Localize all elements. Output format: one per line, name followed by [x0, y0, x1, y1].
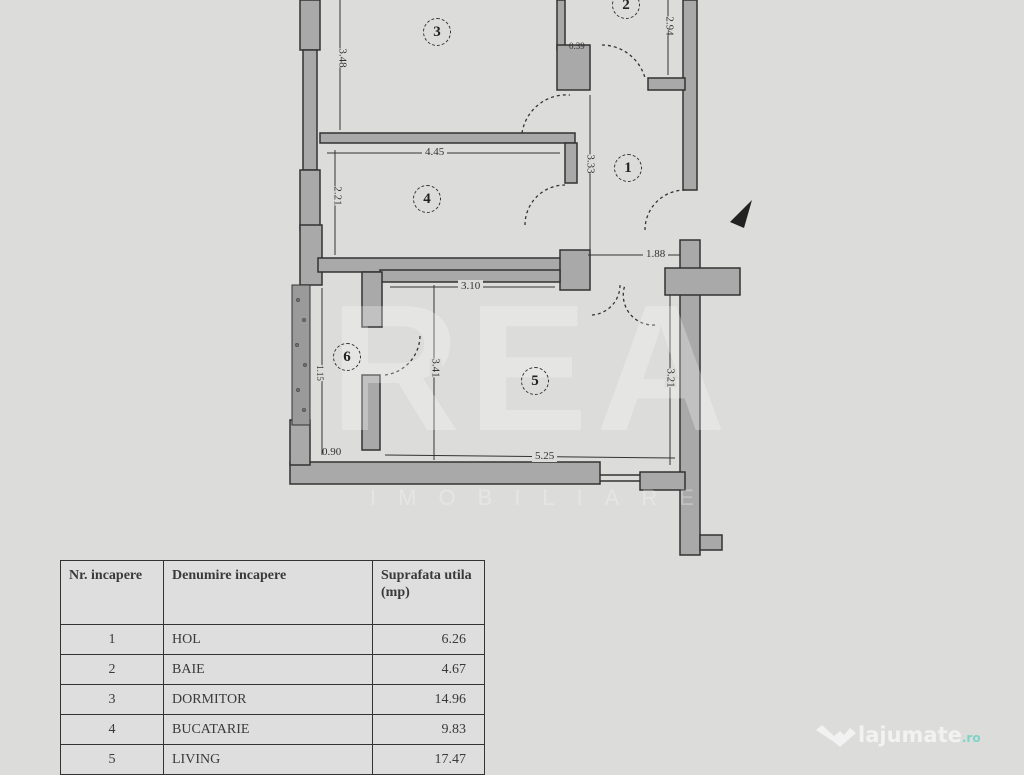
dim-3-10: 3.10: [458, 280, 484, 292]
dim-2-94: 2.94: [663, 16, 676, 36]
dim-3-33: 3.33: [584, 154, 597, 174]
dim-3-48: 3.48: [336, 48, 349, 68]
dim-4-45: 4.45: [422, 146, 448, 158]
dim-3-41: 3.41: [429, 358, 442, 378]
logo-name: lajumate: [858, 723, 962, 747]
lajumate-logo: lajumate.ro: [814, 722, 981, 748]
header-area: Suprafata utila (mp): [372, 560, 485, 625]
dim-3-21: 3.21: [664, 368, 677, 388]
cell-name: BUCATARIE: [163, 714, 373, 745]
north-arrow-icon: [730, 200, 752, 228]
cell-area: 17.47: [372, 744, 485, 775]
cell-area: 14.96: [372, 684, 485, 715]
table-header-row: Nr. incapere Denumire incapere Suprafata…: [60, 560, 485, 625]
dim-1-15: 1.15: [314, 365, 325, 381]
walls: [289, 0, 741, 556]
room-label-3: 3: [423, 18, 451, 46]
hatch-dots: [295, 298, 307, 412]
cell-name: HOL: [163, 624, 373, 655]
dim-2-21: 2.21: [331, 186, 344, 206]
room-label-6: 6: [333, 343, 361, 371]
cell-nr: 5: [60, 744, 164, 775]
cell-area: 6.26: [372, 624, 485, 655]
hatched-wall: [291, 284, 311, 426]
handshake-logo-icon: [816, 725, 856, 747]
cell-nr: 3: [60, 684, 164, 715]
cell-nr: 4: [60, 714, 164, 745]
cell-nr: 1: [60, 624, 164, 655]
dim-0-90: 0.90: [322, 446, 342, 458]
logo-tld: .ro: [961, 731, 981, 745]
cell-area: 4.67: [372, 654, 485, 685]
room-label-5: 5: [521, 367, 549, 395]
cell-name: LIVING: [163, 744, 373, 775]
dim-5-25: 5.25: [532, 450, 558, 462]
header-nr: Nr. incapere: [60, 560, 164, 625]
room-area-table: Nr. incapere Denumire incapere Suprafata…: [60, 560, 485, 775]
floor-plan: [289, 0, 752, 556]
cell-name: DORMITOR: [163, 684, 373, 715]
dim-0-39: 0.39: [569, 41, 585, 51]
cell-name: BAIE: [163, 654, 373, 685]
cell-area: 9.83: [372, 714, 485, 745]
header-name: Denumire incapere: [163, 560, 373, 625]
room-label-4: 4: [413, 185, 441, 213]
cell-nr: 2: [60, 654, 164, 685]
room-label-1: 1: [614, 154, 642, 182]
dim-1-88: 1.88: [643, 248, 669, 260]
door-swings: [384, 44, 686, 376]
